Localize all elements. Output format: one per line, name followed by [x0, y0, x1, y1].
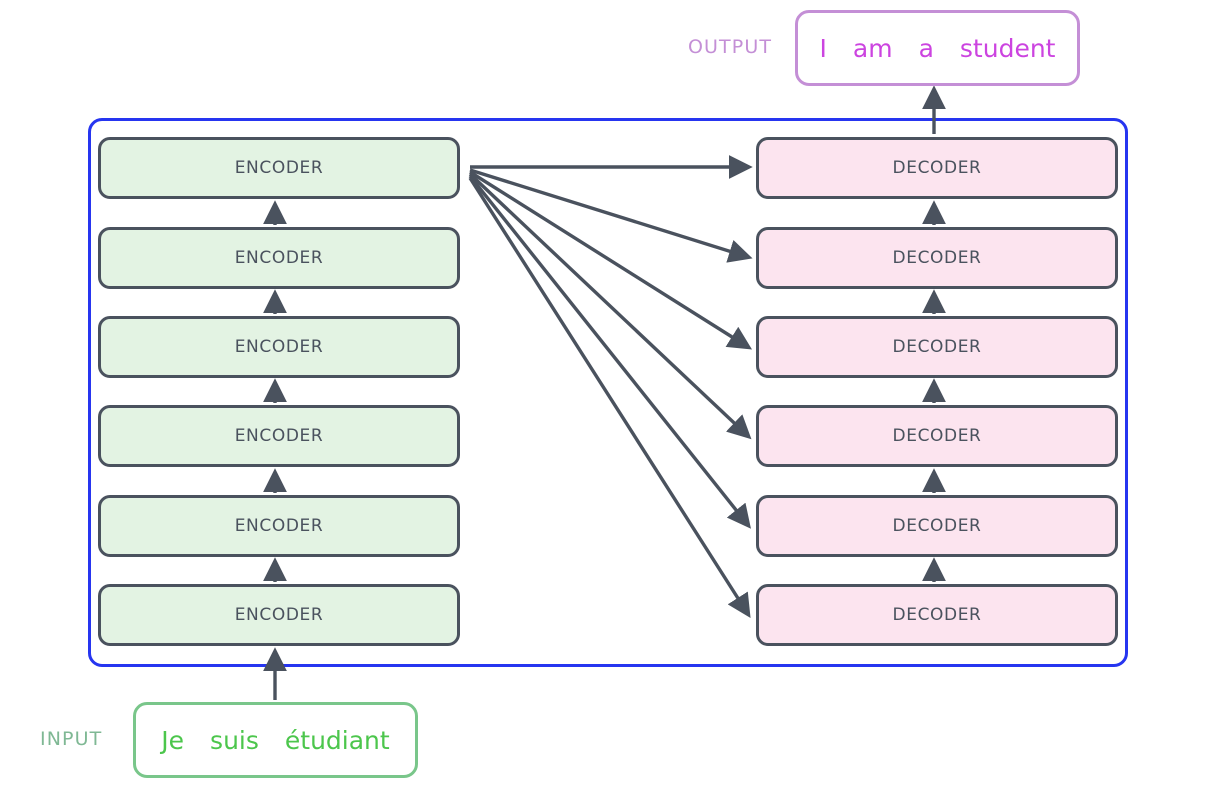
output-tokens: I am a student: [820, 34, 1056, 63]
decoder-block-label: DECODER: [892, 158, 982, 178]
output-token: am: [852, 33, 893, 63]
encoder-block-3: ENCODER: [98, 405, 460, 467]
decoder-block-1: DECODER: [756, 584, 1118, 646]
input-box: Je suis étudiant: [133, 702, 418, 778]
decoder-block-label: DECODER: [892, 337, 982, 357]
output-box: I am a student: [795, 10, 1080, 86]
encoder-block-1: ENCODER: [98, 584, 460, 646]
encoder-block-4: ENCODER: [98, 316, 460, 378]
encoder-block-label: ENCODER: [234, 426, 324, 446]
input-token: Je: [161, 725, 185, 755]
model-container-frame: [88, 118, 1128, 667]
input-token: étudiant: [284, 725, 390, 755]
decoder-block-4: DECODER: [756, 316, 1118, 378]
output-token: I: [819, 33, 827, 63]
encoder-block-label: ENCODER: [234, 248, 324, 268]
output-token: student: [959, 33, 1056, 63]
input-tokens: Je suis étudiant: [161, 726, 389, 755]
output-label: OUTPUT: [688, 36, 773, 58]
decoder-block-label: DECODER: [892, 605, 982, 625]
decoder-block-label: DECODER: [892, 248, 982, 268]
encoder-block-label: ENCODER: [234, 516, 324, 536]
output-token: a: [918, 33, 934, 63]
encoder-block-2: ENCODER: [98, 495, 460, 557]
input-token: suis: [210, 725, 259, 755]
encoder-block-5: ENCODER: [98, 227, 460, 289]
decoder-block-5: DECODER: [756, 227, 1118, 289]
decoder-block-label: DECODER: [892, 516, 982, 536]
input-label: INPUT: [40, 728, 103, 750]
decoder-block-3: DECODER: [756, 405, 1118, 467]
encoder-block-6: ENCODER: [98, 137, 460, 199]
encoder-block-label: ENCODER: [234, 337, 324, 357]
decoder-block-label: DECODER: [892, 426, 982, 446]
encoder-block-label: ENCODER: [234, 605, 324, 625]
decoder-block-6: DECODER: [756, 137, 1118, 199]
encoder-block-label: ENCODER: [234, 158, 324, 178]
decoder-block-2: DECODER: [756, 495, 1118, 557]
